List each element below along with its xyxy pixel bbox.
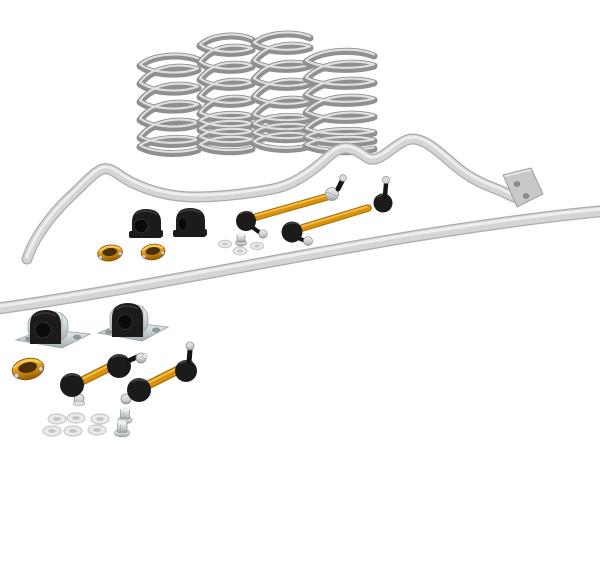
- flat-washer: [47, 413, 67, 425]
- lock-collar-1: [97, 244, 123, 262]
- bushing-bore: [34, 321, 52, 339]
- bracket-hole: [73, 334, 81, 340]
- collar-screw: [142, 254, 146, 259]
- flange-nut: [114, 420, 130, 438]
- end-plate-hole-2: [522, 193, 530, 199]
- collar-screw: [160, 250, 165, 255]
- stud-nut: [303, 236, 313, 246]
- ball-joint-housing: [60, 373, 84, 397]
- mid-hardware-cluster: [218, 232, 264, 256]
- link-stud: [335, 178, 345, 192]
- ball-joint-housing: [236, 211, 256, 231]
- lock-collar-rear: [11, 357, 45, 381]
- collar-screw: [118, 251, 123, 256]
- end-link-lower-1: [60, 352, 148, 407]
- front-sway-bar: [21, 133, 544, 265]
- coil-spring-1: [136, 52, 202, 157]
- end-plate-hole-1: [513, 181, 521, 187]
- end-link-lower-2: [120, 341, 197, 405]
- ball-joint-housing: [373, 193, 393, 213]
- front-bar-end-plate: [502, 167, 544, 208]
- saddle-bracket-1: [14, 310, 92, 349]
- front-sway-bar-bushings: [129, 208, 207, 238]
- ball-joint-housing: [175, 360, 197, 382]
- stud-cap-nut: [185, 341, 195, 351]
- ball-joint-housing: [281, 221, 303, 243]
- collar-screw: [38, 366, 44, 372]
- coil-springs-set: [136, 30, 378, 157]
- coil-spring-4: [302, 47, 378, 156]
- coil-spring-2: [196, 32, 256, 156]
- end-link-upper-1: [236, 174, 347, 239]
- flat-washer: [90, 413, 110, 425]
- bushing-bore: [133, 218, 149, 234]
- d-bushing-1: [129, 209, 163, 238]
- end-links-lower: [60, 341, 197, 407]
- bottom-hardware: [42, 407, 133, 438]
- lock-collar-2: [140, 243, 166, 261]
- stud-nut: [120, 393, 132, 405]
- link-stud: [186, 347, 193, 365]
- stud-nut: [258, 229, 268, 239]
- stud-cap-nut: [382, 176, 390, 184]
- bracket-hole: [152, 327, 160, 333]
- collar-screw: [98, 255, 103, 260]
- link-stud: [382, 181, 389, 199]
- flat-washer: [66, 412, 86, 424]
- flat-washer: [63, 425, 83, 437]
- d-bushing-2: [173, 208, 207, 237]
- rear-brackets: [14, 303, 170, 349]
- ball-joint-housing: [107, 354, 131, 378]
- saddle-bracket-2: [96, 303, 170, 342]
- small-washer: [232, 246, 248, 256]
- collar-screw: [14, 373, 20, 379]
- lock-collars-front: [97, 243, 166, 262]
- stud-cap-nut: [339, 174, 347, 182]
- small-washer: [250, 241, 264, 251]
- link-stud: [125, 354, 140, 364]
- small-washer: [218, 239, 232, 249]
- end-links-upper: [236, 174, 393, 246]
- small-flange-nut: [235, 232, 247, 247]
- flat-washer: [87, 424, 107, 436]
- flat-washer: [42, 425, 62, 437]
- bushing-bore: [117, 314, 133, 330]
- bushing-bore: [177, 217, 189, 231]
- rear-sway-bar: [0, 205, 600, 315]
- bracket-hole: [105, 329, 113, 335]
- ball-joint-housing: [127, 378, 151, 402]
- coil-spring-3: [250, 30, 314, 153]
- end-link-upper-2: [281, 176, 393, 246]
